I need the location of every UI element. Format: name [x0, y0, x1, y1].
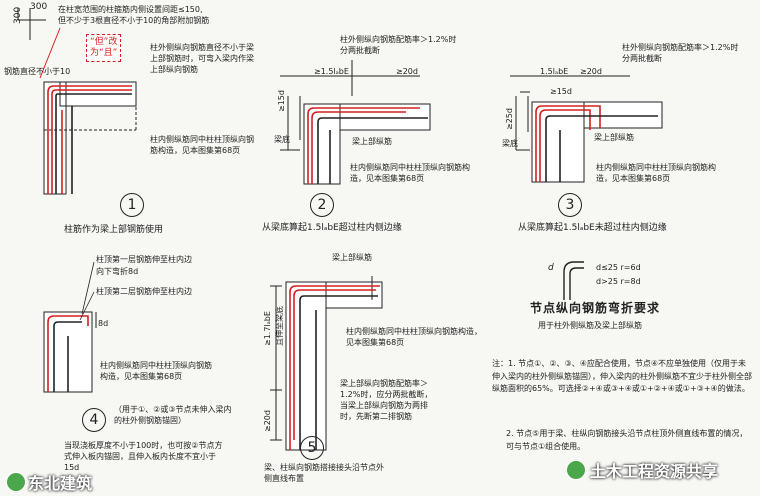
detail-2-dim-b: ≥20d [396, 67, 418, 76]
detail-3-top-note: 柱外侧纵向钢筋配筋率＞1.2%时分两批截断 [622, 43, 739, 63]
detail-3-number: 3 [558, 193, 582, 217]
detail-3-beam-bottom: 梁底 [502, 139, 518, 148]
detail-5-side-note: 柱内侧纵筋同中柱柱顶纵向钢筋构造，见本图集第68页 [346, 327, 482, 347]
detail-5-rebar [289, 285, 380, 450]
detail-1-leader [39, 27, 61, 79]
detail-2-beam-top: 梁上部纵筋 [352, 137, 392, 146]
detail-2-rebar [307, 107, 420, 184]
detail-1-label: 柱外侧纵向钢筋直径不小于梁上部钢筋时，可弯入梁内作梁上部纵向钢筋 [150, 43, 254, 74]
detail-2-top-note: 柱外侧纵向钢筋配筋率＞1.2%时分两批截断 [340, 35, 457, 55]
detail-5-number: 5 [300, 436, 324, 460]
note-1: 注：1. 节点①、②、③、④应配合使用，节点④不应单独使用（仅用于未伸入梁内的柱… [492, 359, 752, 393]
dim-300-side: 300 [13, 6, 23, 24]
detail-3-dim-c: ≥15d [550, 87, 572, 96]
detail-2-side-note: 柱内侧纵筋同中柱柱顶纵向钢筋构造，见本图集第68页 [350, 163, 470, 183]
watermark-left-icon [6, 472, 26, 492]
detail-5-dim-b: ≥20d [263, 410, 272, 432]
detail-2-number: 2 [310, 193, 334, 217]
detail-4-usage: （用于①、②或③节点未伸入梁内的柱外侧钢筋锚固） [114, 405, 232, 425]
detail-3-side-note: 柱内侧纵筋同中柱柱顶纵向钢筋构造，见本图集第68页 [596, 163, 716, 183]
stamp-line-1: “但”改 [90, 37, 118, 47]
watermark-left: 东北建筑 [28, 474, 93, 493]
detail-5-bottom-note: 梁、柱纵向钢筋搭接接头沿节点外侧直线布置 [264, 463, 384, 483]
detail-3-dim-b: ≥20d [580, 67, 602, 76]
detail-4-line-1: 柱顶第一层钢筋伸至柱内边 [96, 255, 192, 264]
spacing-note-2: 但不少于3根直径不小于10的角部附加钢筋 [58, 16, 210, 25]
detail-2-caption: 从梁底算起1.5lₐbE超过柱内侧边缘 [262, 223, 402, 233]
detail-5-drawing [270, 276, 383, 451]
detail-2-beam-bottom: 梁底 [274, 135, 290, 144]
detail-4-dim: 8d [98, 319, 109, 328]
detail-3-rebar [535, 105, 601, 182]
stamp-line-2: 为“且” [90, 48, 118, 58]
detail-1-rebar [47, 85, 132, 194]
watermark-right-icon [566, 460, 586, 480]
detail-3-dim-a: 1.5lₐbE [540, 67, 569, 76]
detail-5-dim-a: ≥1.7lₐbE [263, 311, 272, 346]
detail-4-rebar [47, 315, 89, 392]
detail-4-number: 4 [82, 408, 106, 432]
detail-3-dim-d: ≥25d [505, 108, 514, 130]
spacing-note-1: 在柱宽范围的柱箍筋内侧设置间距≤150, [58, 5, 203, 14]
diameter-note: 钢筋直径不小于10 [4, 67, 71, 76]
dim-300-top: 300 [30, 2, 48, 12]
detail-3-black-bars [545, 115, 658, 182]
detail-1-black-bars [55, 93, 132, 194]
detail-4-side-note: 柱内侧纵筋同中柱柱顶纵向钢筋构造，见本图集第68页 [100, 361, 212, 381]
bend-title: 节点纵向钢筋弯折要求 [530, 301, 661, 315]
bend-rule-1: d≤25 r=6d [596, 263, 641, 272]
detail-2-dim-c: ≥15d [277, 90, 286, 112]
detail-4-slab-note: 当现浇板厚度不小于100时，也可按②节点方式伸入板内锚固，且伸入板内长度不宜小于… [64, 441, 223, 472]
note-2: 2. 节点⑤用于梁、柱纵向钢筋接头沿节点柱顶外侧直线布置的情况，可与节点①组合使… [506, 429, 748, 451]
watermark-right: 土木工程资源共享 [590, 462, 719, 481]
detail-5-black-bars [299, 295, 378, 450]
detail-1-side-note: 柱内侧纵筋同中柱柱顶纵向钢筋构造，见本图集第68页 [150, 135, 254, 155]
detail-4-line-3: 柱顶第二层钢筋伸至柱内边 [96, 287, 192, 296]
bend-var: d [548, 263, 554, 273]
detail-4-line-2: 向下弯折8d [96, 267, 139, 276]
detail-1-number: 1 [120, 193, 144, 217]
detail-5-ratio-note: 梁上部纵向钢筋配筋率＞1.2%时，应分两批截断，当梁上部纵向钢筋为两排时，先断第… [340, 379, 433, 421]
detail-3-beam-top: 梁上部纵筋 [594, 133, 634, 142]
bend-rule-2: d>25 r=8d [596, 277, 641, 286]
detail-5-beam-top: 梁上部纵筋 [332, 253, 372, 262]
revision-stamp: “但”改 为“且” [86, 34, 122, 62]
bend-subtitle: 用于柱外侧纵筋及梁上部纵筋 [538, 321, 642, 330]
detail-2-black-bars [317, 117, 428, 184]
detail-1-caption: 柱筋作为梁上部钢筋使用 [64, 225, 164, 235]
detail-2-dim-a: ≥1.5lₐbE [314, 67, 349, 76]
detail-3-caption: 从梁底算起1.5lₐbE未超过柱内侧边缘 [518, 223, 667, 233]
bend-detail-drawing [563, 261, 584, 300]
detail-5-dim-sub: 且伸至梁底 [275, 306, 284, 346]
detail-4-black-bars [53, 321, 82, 392]
